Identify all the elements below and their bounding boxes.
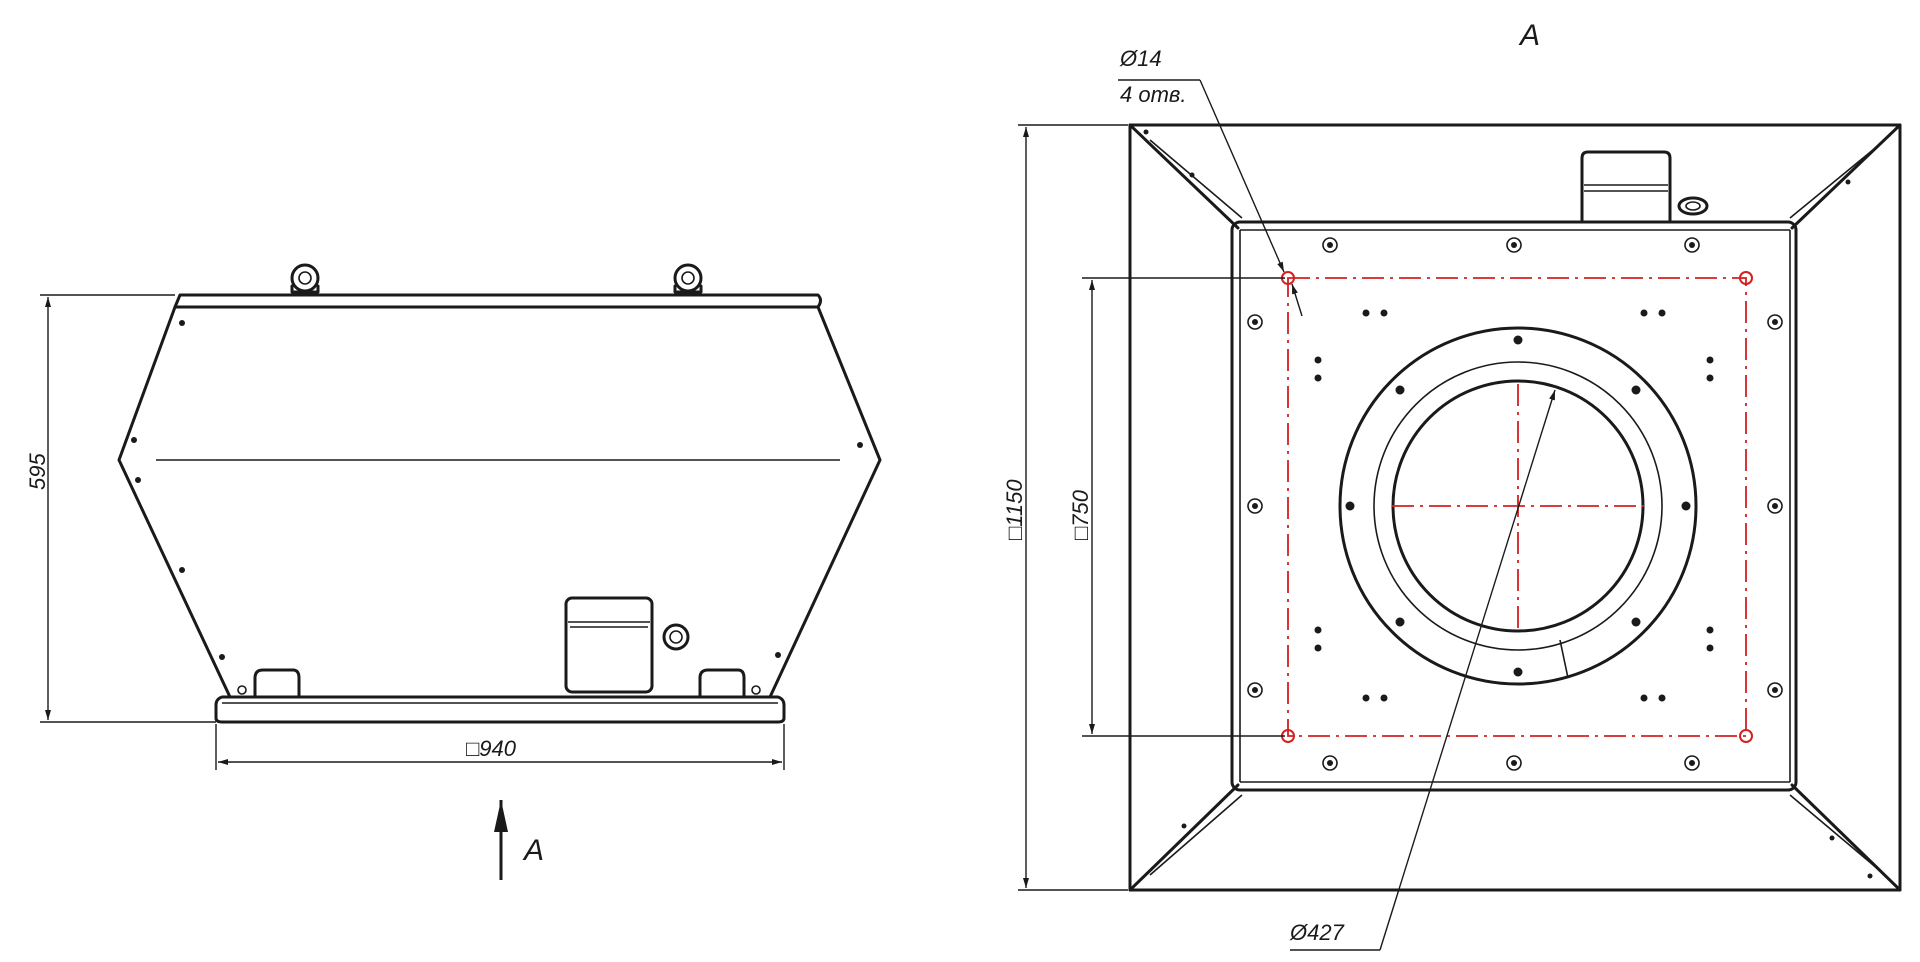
side-view-left-foot	[253, 668, 301, 699]
outer-base-plate	[1128, 123, 1902, 892]
corner-bevels	[1128, 123, 1902, 892]
plan-view: A	[1002, 19, 1902, 951]
lifting-eye-left-icon	[290, 263, 320, 294]
side-view-top-lid	[173, 293, 822, 309]
side-view-rivets	[131, 320, 863, 660]
width-dim-label: □940	[466, 736, 517, 761]
lifting-eye-right-icon	[673, 263, 703, 294]
bolt-pattern-centerline	[1287, 277, 1747, 737]
outer-dim-label: □1150	[1002, 479, 1027, 540]
hole-callout-leader	[1118, 79, 1303, 317]
housing-bolts	[1247, 237, 1783, 771]
inner-dimension	[1082, 277, 1285, 737]
side-view-housing	[117, 305, 882, 699]
inner-dim-label: □750	[1068, 489, 1093, 540]
cable-gland-plan-icon	[1677, 196, 1709, 216]
width-dimension	[215, 724, 785, 770]
bore-dim-label: Ø427	[1289, 920, 1345, 945]
hole-size-label: Ø14	[1119, 46, 1162, 71]
bore-callout-leader	[1290, 389, 1556, 951]
terminal-box	[564, 596, 654, 694]
side-view-right-foot	[698, 668, 746, 699]
housing-top	[1230, 220, 1798, 792]
fastener-pairs	[1143, 129, 1873, 879]
hole-count-label: 4 отв.	[1120, 82, 1187, 107]
flange-bolts	[1345, 335, 1691, 677]
height-dimension	[40, 294, 216, 723]
outlet-flange	[1338, 326, 1698, 686]
height-dim-label: 595	[25, 453, 50, 490]
plan-view-title: A	[1518, 19, 1540, 52]
view-arrow-label: A	[522, 834, 544, 867]
cable-gland-icon	[662, 623, 690, 651]
view-direction-arrow	[494, 800, 508, 880]
side-view: 595 □940 A	[25, 263, 882, 880]
side-view-base-plate	[214, 695, 786, 724]
terminal-box-plan	[1580, 150, 1672, 224]
outer-dimension	[1018, 124, 1128, 891]
